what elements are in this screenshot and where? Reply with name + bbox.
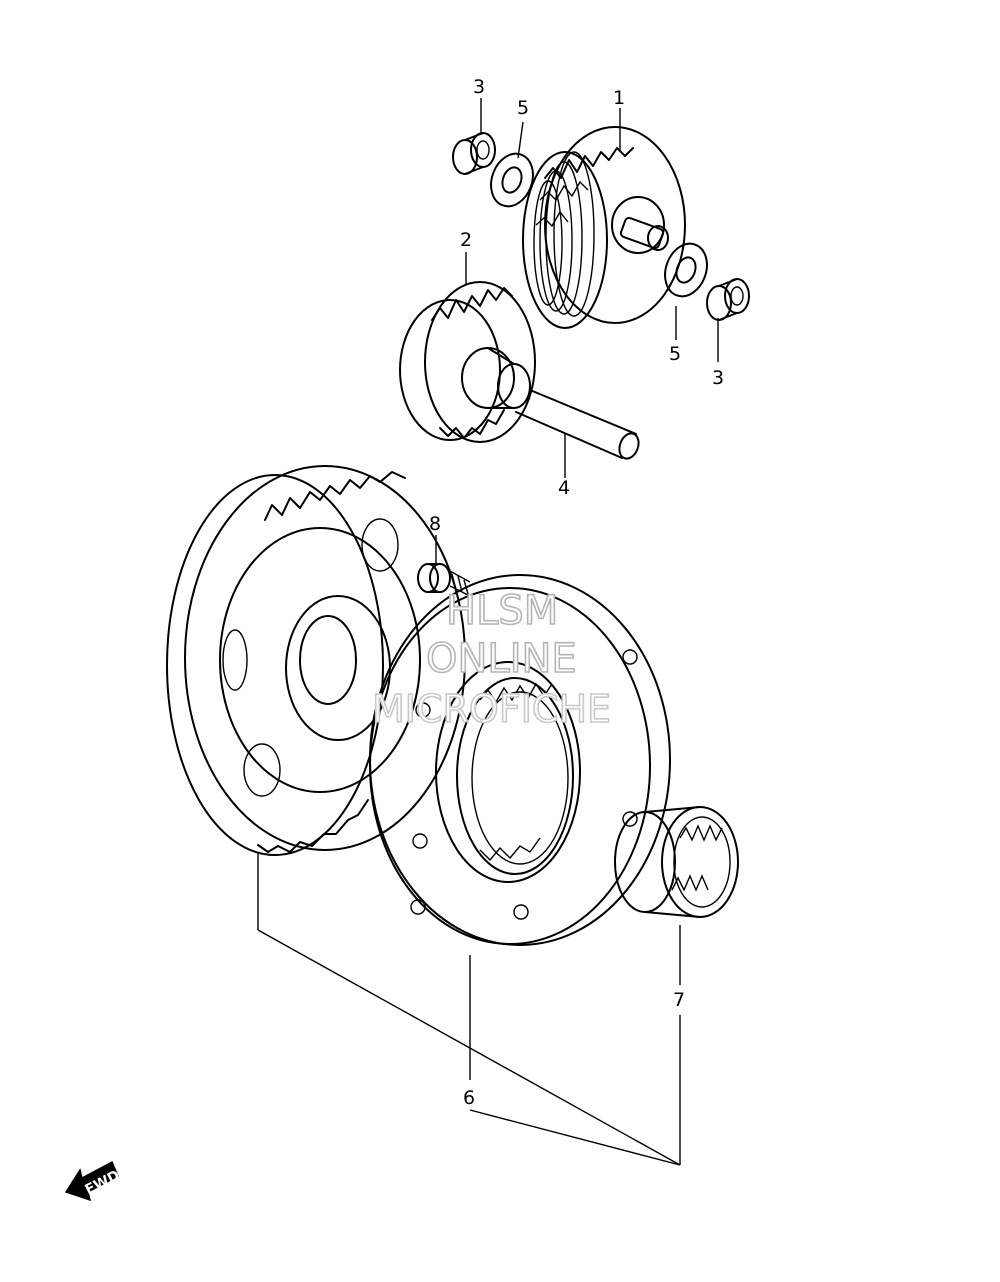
callout-5-right: 5: [669, 343, 681, 365]
callout-8: 8: [429, 513, 441, 535]
watermark-line-3: MICROFICHE: [372, 687, 611, 731]
washer-part-5-right[interactable]: [658, 238, 714, 302]
watermark-line-1: HLSM: [446, 588, 558, 634]
callout-1: 1: [613, 87, 625, 109]
callout-3-right: 3: [712, 367, 724, 389]
gear-assembly-part-1[interactable]: [522, 126, 686, 329]
callout-4: 4: [558, 477, 570, 499]
forward-direction-arrow: FWD: [64, 1160, 122, 1202]
watermark: HLSM ONLINE MICROFICHE: [371, 587, 612, 732]
idle-gear-part-2[interactable]: [399, 281, 536, 443]
leader-lines: [257, 98, 719, 1166]
callout-6: 6: [463, 1087, 475, 1109]
needle-bearing-part-7[interactable]: [614, 806, 739, 918]
callout-2: 2: [460, 229, 472, 251]
bolt-part-8[interactable]: [417, 563, 471, 597]
starter-driven-gear[interactable]: [166, 465, 466, 856]
bushing-part-3-right[interactable]: [706, 278, 750, 321]
callout-5-top: 5: [517, 97, 529, 119]
clutch-housing-part-6[interactable]: [369, 574, 671, 946]
callout-3-top: 3: [473, 76, 485, 98]
watermark-line-2: ONLINE: [426, 636, 577, 682]
shaft-part-4[interactable]: [515, 389, 642, 461]
washer-part-5-top[interactable]: [484, 148, 540, 212]
callout-7: 7: [673, 989, 685, 1011]
bushing-part-3-top[interactable]: [452, 132, 496, 175]
